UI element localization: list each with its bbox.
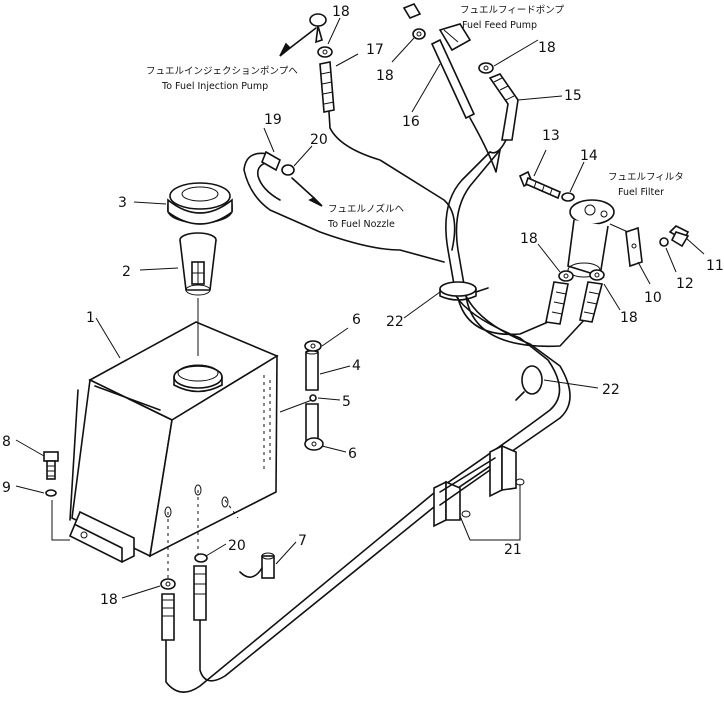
callout-12: 12 [676,276,694,292]
callout-21: 21 [504,542,522,558]
clamp-20-lower [194,553,208,563]
label-fuel-nozzle-jp: フュエルノズルヘ [328,203,404,215]
label-fuel-filter-en: Fuel Filter [618,187,664,198]
callout-20-upper: 20 [310,132,328,148]
bolt-13 [518,170,561,200]
label-fuel-feed-pump-en: Fuel Feed Pump [462,20,537,31]
filler-cap [167,182,233,225]
callout-19: 19 [264,112,282,128]
bolt-8 [43,451,59,480]
callout-22-upper: 22 [386,314,404,330]
fuel-feed-pump-fitting [402,3,472,52]
filler-strainer [179,232,217,296]
bracket-21 [433,444,525,528]
clamp-18-right-pump [478,62,494,74]
filter-bracket-10 [609,223,643,268]
callout-6-top: 6 [352,312,361,328]
callout-16: 16 [402,114,420,130]
callout-18-filter-left: 18 [520,231,538,247]
clamp-18-top-left [317,46,333,58]
hose-4-lower [305,403,319,443]
callout-3: 3 [118,195,127,211]
callout-18-pump-left: 18 [376,68,394,84]
callout-18-top-left: 18 [332,4,350,20]
banjo-fitting [309,13,327,44]
label-fuel-filter-jp: フュエルフィルタ [608,172,684,183]
callout-10: 10 [644,290,662,306]
clamp-20-upper [281,164,295,176]
hose-16 [430,38,476,120]
leader-lines [15,17,705,599]
hose-17 [319,61,456,251]
fuel-filter [567,199,615,278]
callout-8: 8 [2,434,11,450]
washer-12 [659,237,669,247]
callout-5: 5 [342,394,351,410]
clip-22-upper [439,281,489,301]
callout-1: 1 [86,310,95,326]
washer-9 [45,489,57,497]
clip-22-lower [515,365,543,401]
fuel-lines [165,149,587,693]
clamp-18-upper-pump [412,28,426,40]
clamp-6-bottom [304,437,324,451]
label-fuel-nozzle-en: To Fuel Nozzle [327,219,395,230]
label-fuel-injection-pump-jp: フュエルインジェクションポンプヘ [146,66,298,77]
callout-18-filter-right: 18 [620,310,638,326]
band-5 [309,394,317,402]
bolt-11 [668,225,690,248]
callout-7: 7 [298,533,307,549]
label-fuel-injection-pump-en: To Fuel Injection Pump [161,81,268,92]
callout-18-pump-right: 18 [538,40,556,56]
clamp-6-top [304,340,322,352]
callout-6-bottom: 6 [348,446,357,462]
washer-14 [561,192,575,202]
clamp-18-filter-left [558,270,574,282]
callout-11: 11 [706,258,724,274]
callout-22-lower: 22 [602,382,620,398]
hose-15 [488,73,519,154]
callout-9: 9 [2,480,11,496]
callout-4: 4 [352,358,361,374]
callout-18-tank: 18 [100,592,118,608]
arrow-to-injection-pump [279,27,317,57]
callout-2: 2 [122,264,131,280]
callout-20-lower: 20 [228,538,246,554]
callout-13: 13 [542,128,560,144]
arrow-to-nozzle [291,177,323,207]
clamp-18-filter-right [589,269,605,281]
hose-4 [305,349,319,391]
label-fuel-feed-pump-jp: フュエルフィードポンプ [460,5,565,16]
callout-15: 15 [564,88,582,104]
return-hose-19 [243,150,445,263]
fuel-tank [68,321,279,586]
drain-cock-7 [239,552,275,579]
clamp-18-lower [160,578,176,590]
callout-14: 14 [580,148,598,164]
callout-17: 17 [366,42,384,58]
